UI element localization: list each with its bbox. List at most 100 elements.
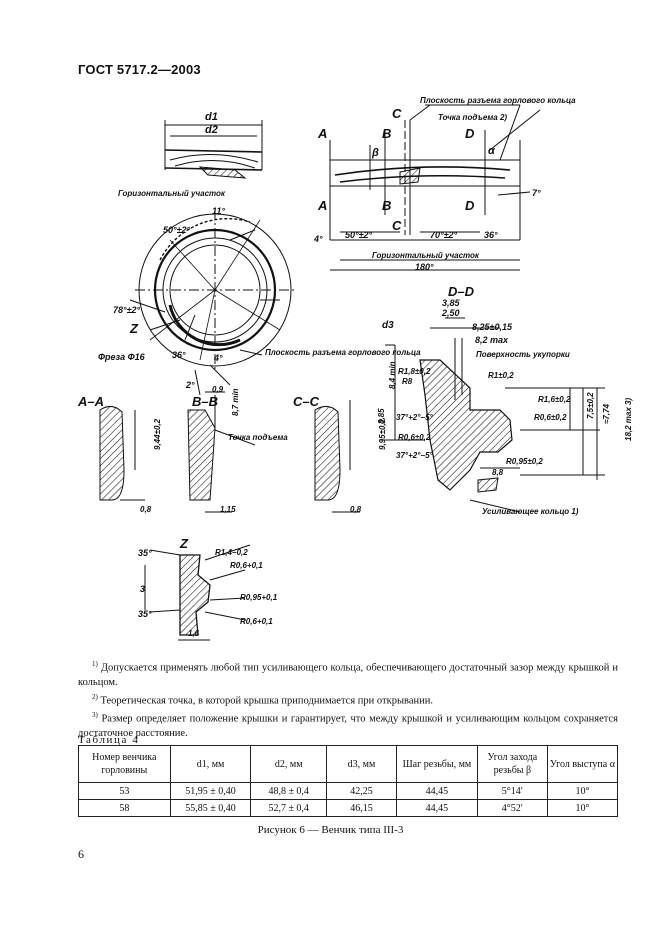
table-cell: 10° (546, 782, 619, 800)
dd-774: ≈7,74 (602, 403, 611, 424)
d1-label: d1 (205, 111, 218, 123)
split-plane-label-left: Плоскость разъема горлового кольца (265, 348, 421, 357)
dd-r18: R1,8±0,2 (398, 367, 431, 376)
footnote-1: 1) Допускается применять любой тип усили… (78, 660, 618, 688)
z-35a: 35° (138, 548, 152, 558)
bb-lift-point: Точка подъема (228, 433, 288, 442)
dd-37a: 37°+2°−5° (396, 413, 434, 422)
dd-title: D–D (448, 284, 475, 299)
angle-2-label: 2° (185, 380, 195, 390)
table-cell: 44,45 (395, 799, 478, 817)
col-d3: d3, мм (325, 745, 397, 783)
footnote-2: 2) Теоретическая точка, в которой крышка… (92, 692, 433, 707)
table-cell: 42,25 (325, 782, 397, 800)
cc-995: 9,95±0,2 (378, 418, 387, 450)
col-thread-angle: Угол захода резьбы β (476, 745, 548, 783)
table-cell: 5°14′ (476, 782, 548, 800)
table-row: 53 51,95 ± 0,40 48,8 ± 0,4 42,25 44,45 5… (78, 782, 619, 800)
col-lug-angle: Угол выступа α (546, 745, 619, 783)
bb-09: 0,9 (212, 385, 224, 394)
z-r095: R0,95+0,1 (240, 593, 278, 602)
angle-36-label: 36° (172, 350, 186, 360)
z-16: 1,6 (188, 629, 200, 638)
z-r06a: R0,6+0,1 (230, 561, 263, 570)
table-caption: Таблица 4 (78, 734, 140, 746)
table-cell: 51,95 ± 0,40 (169, 782, 252, 800)
section-a-bottom: A (317, 198, 327, 213)
col-thread-pitch: Шаг резьбы, мм (395, 745, 478, 783)
section-d-top: D (465, 126, 475, 141)
aa-944: 9,44±0,2 (153, 418, 162, 450)
dd-825: 8,25±0,15 (472, 322, 513, 332)
alpha-label: α (488, 145, 496, 157)
z-35b: 35° (138, 609, 152, 619)
dd-d3: d3 (382, 320, 394, 331)
z-title: Z (179, 536, 189, 551)
angle-78-label: 78°±2° (113, 305, 141, 315)
angle-70r-label: 70°±2° (430, 230, 458, 240)
figure-caption: Рисунок 6 — Венчик типа III-3 (257, 824, 404, 836)
section-c-bottom: C (392, 218, 402, 233)
table-4: Номер венчика горловины d1, мм d2, мм d3… (78, 745, 619, 817)
horizontal-segment-label-right: Горизонтальный участок (372, 251, 480, 260)
dd-385: 3,85 (442, 298, 461, 308)
table-header-row: Номер венчика горловины d1, мм d2, мм d3… (78, 745, 619, 783)
dd-75: 7,5±0,2 (586, 392, 595, 419)
z-marker-label: Z (129, 321, 139, 336)
table-row: 58 55,85 ± 0,40 52,7 ± 0,4 46,15 44,45 4… (78, 799, 619, 817)
beta-label: β (371, 147, 379, 159)
horizontal-segment-label: Горизонтальный участок (118, 189, 226, 198)
table-cell: 55,85 ± 0,40 (169, 799, 252, 817)
table-cell: 46,15 (325, 799, 397, 817)
dd-r16: R1,6±0,2 (538, 395, 571, 404)
angle-4-label: 4° (213, 353, 223, 363)
z-r06b: R0,6+0,1 (240, 617, 273, 626)
col-neck-number: Номер венчика горловины (78, 745, 171, 783)
angle-50-label: 50°±2° (163, 225, 191, 235)
dd-885: 8,85 (377, 408, 386, 424)
section-d-bottom: D (465, 198, 475, 213)
angle-50r-label: 50°±2° (345, 230, 373, 240)
table-cell: 53 (78, 782, 171, 800)
dd-82max: 8,2 max (475, 335, 509, 345)
z-r14: R1,4−0,2 (215, 548, 248, 557)
cc-08: 0,8 (350, 505, 362, 514)
d2-label: d2 (205, 124, 218, 136)
table-cell: 52,7 ± 0,4 (250, 799, 327, 817)
table-cell: 58 (78, 799, 171, 817)
dd-84min: 8,4 min (388, 361, 397, 389)
dd-88: 8,8 (492, 468, 504, 477)
aa-08: 0,8 (140, 505, 152, 514)
page-number: 6 (78, 847, 84, 861)
col-d1: d1, мм (169, 745, 252, 783)
table-cell: 4°52′ (476, 799, 548, 817)
angle-11-label: 11° (212, 206, 225, 216)
footnotes: 1) Допускается применять любой тип усили… (78, 657, 618, 741)
cc-title: C–C (293, 394, 320, 409)
dd-r1: R1±0,2 (488, 371, 514, 380)
dd-182: 18,2 max 3) (624, 398, 633, 441)
dd-r095: R0,95±0,2 (506, 457, 543, 466)
technical-drawing: d1 d2 Горизонтальный участок 11° 50°±2° … (77, 96, 633, 641)
section-c-top: C (392, 106, 402, 121)
dd-250: 2,50 (441, 308, 460, 318)
angle-180-label: 180° (415, 262, 434, 272)
table-cell: 48,8 ± 0,4 (250, 782, 327, 800)
aa-title: A–A (77, 394, 104, 409)
dd-r06: R0,6±0,2 (534, 413, 567, 422)
lift-point-label: Точка подъема 2) (438, 113, 507, 122)
section-b-top: B (382, 126, 391, 141)
bb-87: 8,7 min (231, 388, 240, 416)
bb-115: 1,15 (220, 505, 236, 514)
dd-reinf-ring: Усиливающее кольцо 1) (482, 507, 579, 516)
mill-label: Фреза Ф16 (98, 352, 146, 362)
bb-title: B–B (192, 394, 218, 409)
split-plane-label-right: Плоскость разъема горлового кольца (420, 96, 576, 105)
angle-4r-label: 4° (313, 234, 323, 244)
dd-r06b: R0,6±0,2 (398, 433, 431, 442)
table-cell: 10° (546, 799, 619, 817)
section-a-top: A (317, 126, 327, 141)
dd-r8: R8 (402, 377, 413, 386)
document-header: ГОСТ 5717.2—2003 (78, 62, 201, 77)
angle-7-label: 7° (532, 188, 541, 198)
